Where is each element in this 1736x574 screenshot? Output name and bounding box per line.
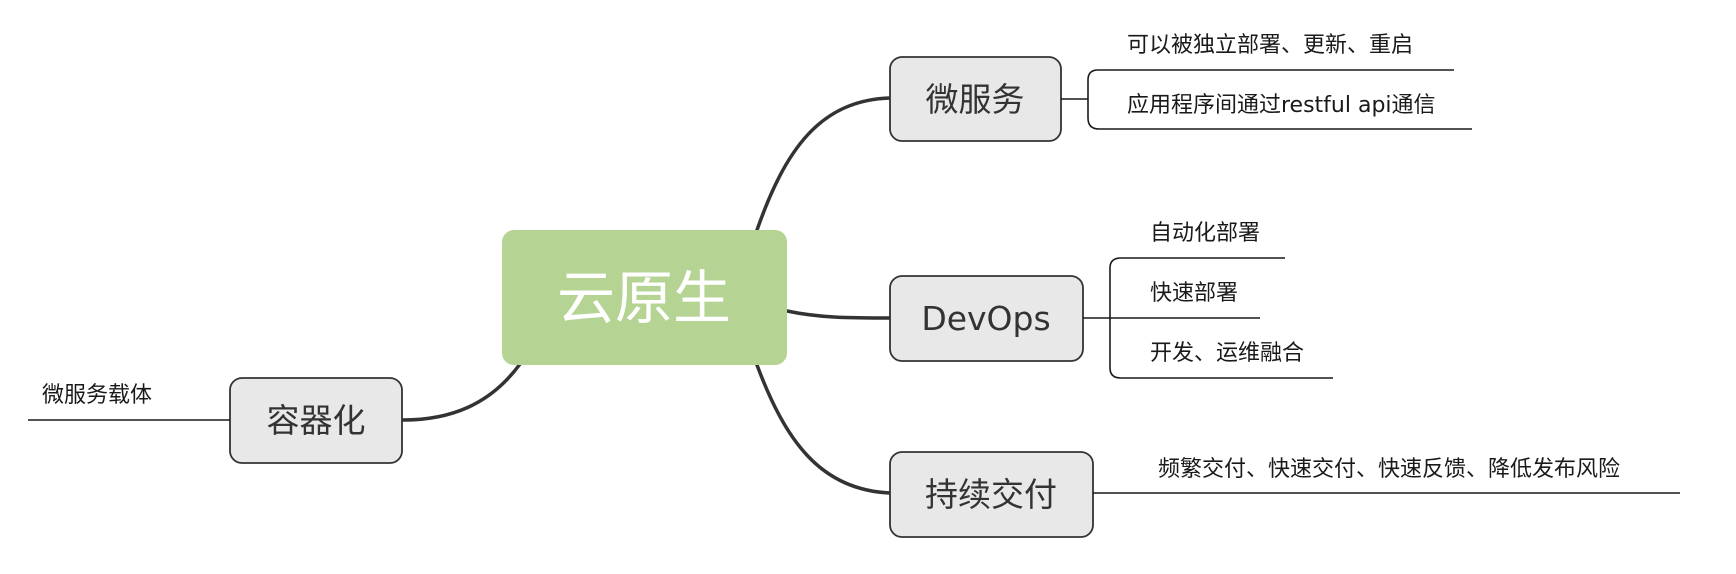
leaf-cd-1[interactable]: 频繁交付、快速交付、快速反馈、降低发布风险 [1158, 457, 1620, 482]
topic-devops[interactable]: DevOps [889, 275, 1084, 362]
leaves-devops: 自动化部署 快速部署 开发、运维融合 [1083, 221, 1333, 379]
topic-container[interactable]: 容器化 [229, 377, 403, 464]
edge-root-devops [785, 309, 892, 320]
leaf-microservice-2[interactable]: 应用程序间通过restful api通信 [1127, 93, 1436, 118]
bracket-devops [1083, 257, 1333, 379]
edge-root-container [401, 362, 522, 422]
bracket-microservice [1061, 69, 1472, 130]
topic-microservice-label: 微服务 [926, 80, 1025, 119]
edge-root-cd [755, 363, 892, 495]
leaf-container-1[interactable]: 微服务载体 [42, 383, 152, 408]
topic-cd[interactable]: 持续交付 [889, 451, 1094, 538]
leaf-devops-1[interactable]: 自动化部署 [1150, 221, 1260, 246]
root-label: 云原生 [557, 264, 731, 332]
leaf-devops-2[interactable]: 快速部署 [1150, 281, 1238, 306]
leaves-cd: 频繁交付、快速交付、快速反馈、降低发布风险 [1093, 457, 1680, 494]
leaf-microservice-1[interactable]: 可以被独立部署、更新、重启 [1127, 33, 1413, 58]
edge-root-microservice [755, 96, 892, 232]
topic-cd-label: 持续交付 [925, 475, 1057, 514]
leaves-microservice: 可以被独立部署、更新、重启 应用程序间通过restful api通信 [1061, 33, 1472, 130]
leaves-container: 微服务载体 [28, 383, 230, 421]
leaf-devops-3[interactable]: 开发、运维融合 [1150, 341, 1304, 366]
topic-microservice[interactable]: 微服务 [889, 56, 1062, 142]
root-topic[interactable]: 云原生 [502, 230, 787, 365]
topic-container-label: 容器化 [267, 401, 366, 440]
topic-devops-label: DevOps [921, 299, 1050, 338]
